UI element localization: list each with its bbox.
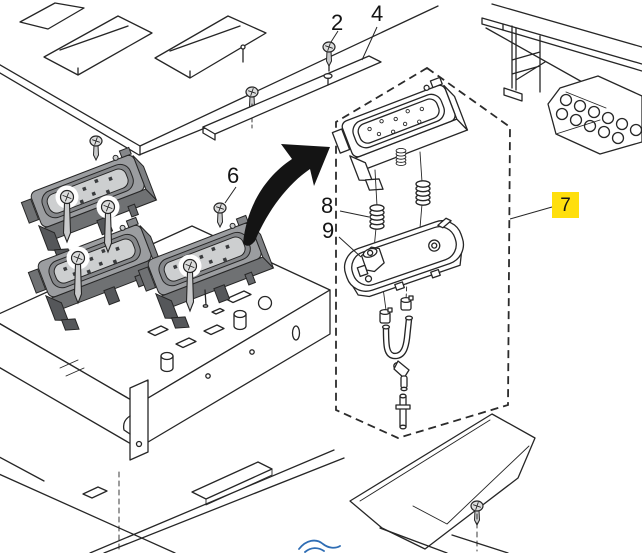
leader-lines	[224, 26, 553, 258]
callout-6[interactable]: 6	[227, 163, 240, 188]
l-shaped-panel	[349, 413, 536, 553]
spring-part8-a	[369, 204, 385, 230]
straight-tube	[395, 393, 411, 430]
callout-2[interactable]: 2	[331, 10, 344, 35]
blue-mark	[298, 539, 341, 553]
y-connector	[393, 360, 410, 392]
chassis-tab	[122, 379, 149, 461]
u-tube	[381, 315, 414, 360]
rail-assembly	[481, 3, 642, 102]
screw-part2	[322, 41, 336, 86]
base-bracket-part9	[343, 217, 465, 298]
callout-9[interactable]: 9	[322, 218, 335, 243]
roller-bank	[547, 75, 642, 155]
screw-part6	[213, 202, 227, 228]
spring-part8-b	[415, 180, 431, 206]
sheet-panels	[0, 449, 345, 553]
detail-dashed-box	[335, 66, 511, 439]
callout-8[interactable]: 8	[321, 193, 334, 218]
cap-assembly-detail	[327, 74, 478, 200]
standoff-post	[160, 309, 247, 373]
cap-screws	[54, 135, 227, 312]
detail-small-spring	[395, 148, 407, 166]
mounting-bar	[202, 55, 382, 141]
plate-pin	[240, 44, 246, 63]
explode-arrow	[243, 144, 330, 246]
callout-7-highlighted[interactable]: 7	[552, 192, 579, 218]
tube-clamps	[379, 295, 414, 324]
callout-4[interactable]: 4	[371, 1, 384, 26]
